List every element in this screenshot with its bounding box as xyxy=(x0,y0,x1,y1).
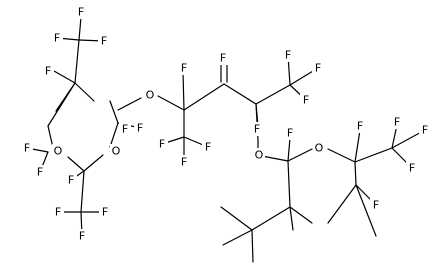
fluorine-atom-label: F xyxy=(406,161,418,175)
atom-symbol: F xyxy=(68,174,74,187)
atom-symbol: F xyxy=(303,94,309,107)
atom-symbol: O xyxy=(315,142,324,155)
fluorine-atom-label: F xyxy=(76,229,88,243)
atom-symbol: F xyxy=(159,138,165,151)
fluorine-atom-label: F xyxy=(51,31,63,45)
fluorine-atom-label: F xyxy=(312,61,324,75)
atom-symbol: O xyxy=(112,145,121,158)
atom-label-background xyxy=(202,140,214,154)
fluorine-atom-label: F xyxy=(217,51,229,65)
atom-label-background xyxy=(110,144,122,158)
atom-symbol: F xyxy=(137,122,143,135)
atom-label-background xyxy=(134,121,146,135)
atom-label-background xyxy=(406,161,418,175)
fluorine-atom-label: F xyxy=(98,34,110,48)
atom-label-background xyxy=(119,122,131,136)
fluorine-atom-label: F xyxy=(156,137,168,151)
atom-label-background xyxy=(419,123,431,137)
atom-label-background xyxy=(253,148,265,162)
atom-label-background xyxy=(51,31,63,45)
atom-symbol: F xyxy=(394,116,400,129)
atom-symbol: F xyxy=(101,35,107,48)
atom-label-background xyxy=(21,141,33,155)
atom-label-background xyxy=(391,115,403,129)
atom-symbol: F xyxy=(287,127,293,140)
atom-symbol: F xyxy=(373,199,379,212)
atom-symbol: F xyxy=(181,62,187,75)
fluorine-atom-label: F xyxy=(178,61,190,75)
atom-symbol: F xyxy=(24,142,30,155)
oxygen-atom-label: O xyxy=(313,141,325,155)
oxygen-atom-label: O xyxy=(52,144,64,158)
atom-symbol: F xyxy=(315,62,321,75)
atom-label-background xyxy=(300,93,312,107)
atom-symbol: F xyxy=(45,65,51,78)
atom-symbol: F xyxy=(102,206,108,219)
oxygen-atom-label: O xyxy=(144,88,156,102)
atom-label-background xyxy=(156,137,168,151)
atom-label-background xyxy=(354,119,366,133)
fluorine-atom-label: F xyxy=(178,155,190,169)
fluorine-atom-label: F xyxy=(354,119,366,133)
fluorine-atom-label: F xyxy=(202,140,214,154)
atom-symbol: F xyxy=(181,156,187,169)
atom-symbol: O xyxy=(146,89,155,102)
oxygen-atom-label: O xyxy=(253,148,265,162)
fluorine-atom-label: F xyxy=(34,165,46,179)
oxygen-atom-label: O xyxy=(110,144,122,158)
atom-label-background xyxy=(75,5,87,19)
atom-label-background xyxy=(42,64,54,78)
fluorine-atom-label: F xyxy=(21,141,33,155)
fluorine-atom-label: F xyxy=(300,93,312,107)
atom-symbol: F xyxy=(55,206,61,219)
atom-label-background xyxy=(34,165,46,179)
atom-symbol: F xyxy=(78,6,84,19)
atom-symbol: F xyxy=(37,166,43,179)
fluorine-atom-label: F xyxy=(52,205,64,219)
atom-symbol: O xyxy=(54,145,63,158)
atom-label-background xyxy=(98,34,110,48)
atom-symbol: F xyxy=(220,52,226,65)
fluorine-atom-label: F xyxy=(134,121,146,135)
atom-label-background xyxy=(65,173,77,187)
atom-label-background xyxy=(178,61,190,75)
atom-symbol: O xyxy=(255,149,264,162)
atom-label-background xyxy=(144,88,156,102)
atom-symbol: F xyxy=(79,230,85,243)
atom-symbol: F xyxy=(205,141,211,154)
fluorine-atom-label: F xyxy=(65,173,77,187)
atom-label-background xyxy=(370,198,382,212)
atom-symbol: F xyxy=(422,124,428,137)
atom-symbol: F xyxy=(54,32,60,45)
fluorine-atom-label: F xyxy=(419,123,431,137)
atom-label-background xyxy=(312,61,324,75)
fluorine-atom-label: F xyxy=(42,64,54,78)
atom-label-background xyxy=(284,126,296,140)
atom-label-background xyxy=(99,205,111,219)
atom-symbol: F xyxy=(122,123,128,136)
fluorine-atom-label: F xyxy=(370,198,382,212)
atom-label-background xyxy=(178,155,190,169)
atom-symbol: F xyxy=(254,123,260,136)
atom-label-background xyxy=(313,141,325,155)
fluorine-atom-label: F xyxy=(284,126,296,140)
fluorine-atom-label: F xyxy=(75,5,87,19)
atom-symbol: F xyxy=(285,49,291,62)
atom-label-background xyxy=(217,51,229,65)
atom-label-background xyxy=(52,144,64,158)
atom-symbol: F xyxy=(357,120,363,133)
fluorine-atom-label: F xyxy=(391,115,403,129)
atom-label-background xyxy=(282,48,294,62)
fluorine-atom-label: F xyxy=(282,48,294,62)
atom-label-background xyxy=(52,205,64,219)
fluorine-atom-label: F xyxy=(99,205,111,219)
atom-symbol: F xyxy=(409,162,415,175)
fluorine-atom-label: F xyxy=(119,122,131,136)
atom-label-background xyxy=(76,229,88,243)
fluorine-atom-label: F xyxy=(251,122,263,136)
atom-label-background xyxy=(251,122,263,136)
